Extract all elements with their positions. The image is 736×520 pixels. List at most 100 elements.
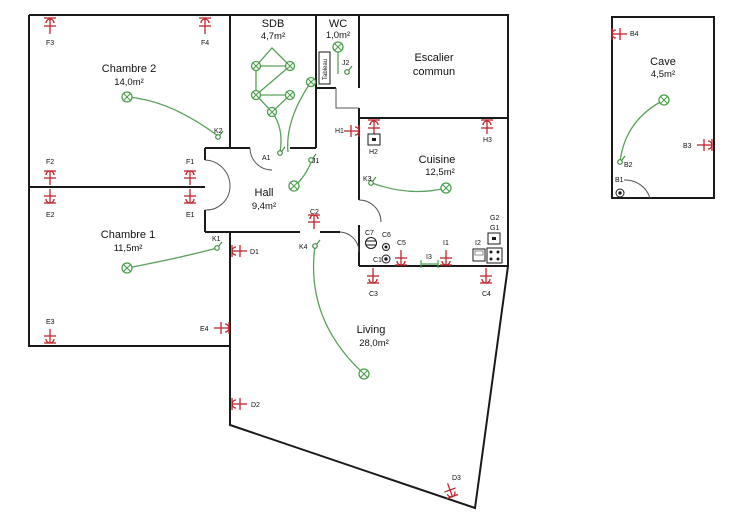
- tag-i2: I2: [475, 240, 481, 247]
- switch-icon: [344, 65, 353, 75]
- socket-icon: [440, 250, 452, 266]
- tag-b1: B1: [615, 177, 624, 184]
- socket-icon: [231, 398, 247, 410]
- sockets: [44, 17, 713, 500]
- tag-d2: D2: [251, 402, 260, 409]
- chambre2-name: Chambre 2: [102, 63, 156, 75]
- tag-i1: I1: [443, 240, 449, 247]
- lamp-icon: [121, 91, 133, 103]
- tag-c3: C3: [369, 291, 378, 298]
- socket-icon: [344, 125, 360, 137]
- tag-h1: H1: [335, 128, 344, 135]
- socket-icon: [308, 214, 320, 229]
- tag-e4: E4: [200, 326, 209, 333]
- tag-f3: F3: [46, 40, 54, 47]
- sdb-area: 4,7m²: [261, 31, 285, 42]
- tag-k2: K2: [214, 128, 223, 135]
- chambre1-area: 11,5m²: [114, 243, 143, 254]
- cuisine-name: Cuisine: [419, 154, 456, 166]
- lamp-icon: [284, 60, 296, 72]
- wc-area: 1,0m²: [326, 30, 350, 41]
- hall-name: Hall: [255, 187, 274, 199]
- tag-e2: E2: [46, 212, 55, 219]
- tag-b2: B2: [624, 162, 633, 169]
- tag-j2: J2: [342, 60, 350, 67]
- c7-symbol: [365, 237, 377, 249]
- lamp-icon: [440, 182, 452, 194]
- room-labels: Chambre 2 14,0m² SDB 4,7m² WC 1,0m² Esca…: [101, 18, 676, 349]
- sdb-name: SDB: [262, 18, 285, 30]
- switch-icon: [617, 155, 626, 165]
- lamp-icon: [305, 76, 317, 88]
- lamp-icon: [250, 89, 262, 101]
- g1-box: [486, 247, 503, 264]
- tag-c1: C1: [373, 257, 382, 264]
- socket-icon: [44, 329, 56, 344]
- c1-symbol: [381, 254, 391, 264]
- hall-area: 9,4m²: [252, 201, 276, 212]
- socket-icon: [444, 483, 459, 500]
- cave-area: 4,5m²: [651, 69, 675, 80]
- tag-f1: F1: [186, 159, 194, 166]
- lamp-icon: [284, 89, 296, 101]
- tag-g1: G1: [490, 225, 499, 232]
- switch-icon: [214, 241, 223, 251]
- c6-symbol: [382, 243, 390, 251]
- tag-a1: A1: [262, 155, 271, 162]
- tag-k3: K3: [363, 176, 372, 183]
- switches: [214, 65, 626, 251]
- chambre2-area: 14,0m²: [114, 77, 144, 88]
- cuisine-area: 12,5m²: [425, 167, 455, 178]
- tag-h3: H3: [483, 137, 492, 144]
- socket-icon: [184, 170, 196, 185]
- escalier-name-2: commun: [413, 66, 455, 78]
- socket-icon: [44, 189, 56, 204]
- tag-k1: K1: [212, 236, 221, 243]
- socket-icon: [44, 17, 56, 34]
- tag-e3: E3: [46, 319, 55, 326]
- tag-d1: D1: [250, 249, 259, 256]
- tag-i3: I3: [426, 254, 432, 261]
- lamp-icon: [250, 60, 262, 72]
- wc-name: WC: [329, 18, 347, 30]
- switch-icon: [215, 130, 224, 140]
- switch-icon: [277, 146, 286, 156]
- wiring: [126, 47, 665, 375]
- socket-icon: [480, 268, 492, 284]
- socket-icon: [481, 119, 493, 134]
- tag-e1: E1: [186, 212, 195, 219]
- lamp-icon: [121, 262, 133, 274]
- i3-symbol: [420, 260, 439, 268]
- socket-icon: [697, 139, 713, 151]
- device-tags: F3 F4 F2 F1 E2 E1 E3 E4 K2 K1 A1 J1 J2 H…: [46, 31, 692, 482]
- living-name: Living: [357, 324, 386, 336]
- socket-icon: [214, 322, 230, 334]
- cave-wall: [611, 16, 715, 199]
- electrical-panel: Tableau: [318, 51, 331, 85]
- tag-c6: C6: [382, 232, 391, 239]
- switch-icon: [308, 153, 317, 163]
- tag-b4: B4: [630, 31, 639, 38]
- chambre1-name: Chambre 1: [101, 229, 155, 241]
- tag-g2: G2: [490, 215, 499, 222]
- tableau-label: Tableau: [323, 59, 329, 80]
- tag-j1: J1: [312, 158, 320, 165]
- cave-name: Cave: [650, 56, 676, 68]
- socket-icon: [395, 250, 407, 266]
- b1-symbol: [615, 188, 625, 198]
- escalier-name: Escalier: [414, 52, 453, 64]
- tag-b3: B3: [683, 143, 692, 150]
- socket-icon: [368, 119, 380, 134]
- tag-c5: C5: [397, 240, 406, 247]
- tag-c4: C4: [482, 291, 491, 298]
- tag-f2: F2: [46, 159, 54, 166]
- tag-c2: C2: [310, 209, 319, 216]
- socket-icon: [367, 268, 379, 284]
- tag-c7: C7: [365, 230, 374, 237]
- living-area: 28,0m²: [359, 338, 389, 349]
- socket-icon: [611, 28, 627, 40]
- tag-d3: D3: [452, 475, 461, 482]
- socket-icon: [44, 170, 56, 185]
- lamp-icon: [358, 368, 370, 380]
